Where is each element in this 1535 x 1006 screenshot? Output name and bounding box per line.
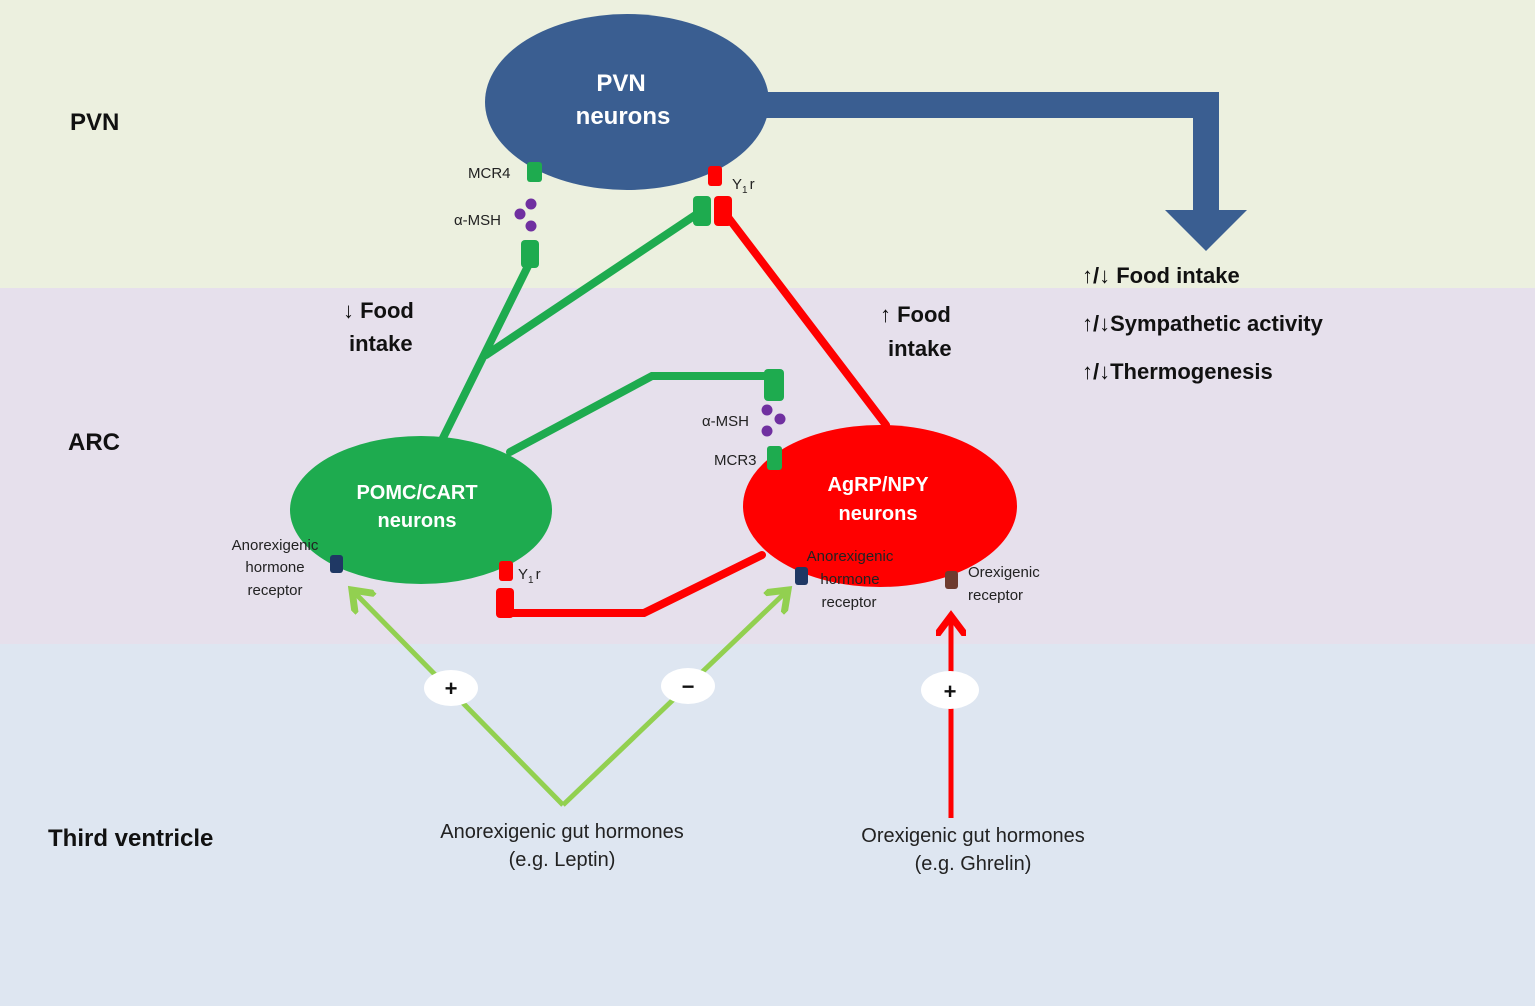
orexigenic-receptor <box>945 571 958 589</box>
pomc-receptor-label-1: Anorexigenic <box>232 537 319 554</box>
msh-arc-label: α-MSH <box>702 413 749 430</box>
ghrelin-agrp-sign-badge: + <box>921 671 979 709</box>
pomc-food-intake-label-2: intake <box>349 331 413 356</box>
agrp-receptor-label-3: receptor <box>821 594 876 611</box>
pvn-neurons-label-1: PVN <box>596 70 645 97</box>
agrp-terminal-at-pomc <box>496 588 514 618</box>
mcr4-terminal <box>521 240 539 268</box>
agrp-anorexigenic-receptor <box>795 567 808 585</box>
pvn-y1r-receptor <box>708 166 722 186</box>
agrp-neurons-label-2: neurons <box>839 503 918 525</box>
pomc-receptor-label-2: hormone <box>245 559 304 576</box>
orexigenic-receptor-label-1: Orexigenic <box>968 564 1040 581</box>
output-thermogenesis: ↑/↓Thermogenesis <box>1082 359 1273 384</box>
pvn-output-arrow <box>760 92 1247 251</box>
output-sympathetic-activity: ↑/↓Sympathetic activity <box>1082 311 1324 336</box>
agrp-npy-neurons <box>743 425 1017 587</box>
svg-text:+: + <box>445 676 458 701</box>
agrp-food-intake-label-2: intake <box>888 336 952 361</box>
agrp-projection-lines <box>502 208 890 617</box>
region-label-arc: ARC <box>68 429 120 456</box>
region-label-pvn: PVN <box>70 109 119 136</box>
svg-text:−: − <box>682 674 695 699</box>
pomc-anorexigenic-receptor <box>330 555 343 573</box>
agrp-to-pvn-y1r-line <box>720 208 890 429</box>
pomc-neurons-label-2: neurons <box>378 510 457 532</box>
leptin-arrows <box>352 590 788 807</box>
mcr4-receptor <box>527 162 542 182</box>
orexigenic-hormones-label-2: (e.g. Ghrelin) <box>915 853 1032 875</box>
agrp-receptor-label-2: hormone <box>820 571 879 588</box>
pomc-cart-neurons <box>290 436 552 584</box>
orexigenic-hormones-label-1: Orexigenic gut hormones <box>861 825 1084 847</box>
svg-text:+: + <box>944 679 957 704</box>
pomc-projection-lines <box>438 208 774 456</box>
pomc-to-agrp-line <box>506 372 774 456</box>
pomc-y1r-receptor <box>499 561 513 581</box>
orexigenic-receptor-label-2: receptor <box>968 587 1023 604</box>
pvn-neurons-label-2: neurons <box>576 103 671 130</box>
pomc-to-pvn-y1r-line <box>482 208 704 359</box>
output-food-intake: ↑/↓ Food intake <box>1082 263 1240 288</box>
pomc-terminal-at-pvn <box>693 196 711 226</box>
pomc-food-intake-label-1: ↓ Food <box>343 298 414 323</box>
region-label-third-ventricle: Third ventricle <box>48 825 213 852</box>
mcr4-label: MCR4 <box>468 165 511 182</box>
agrp-receptor-label-1: Anorexigenic <box>807 548 894 565</box>
pvn-region-band <box>0 0 1535 288</box>
msh-pvn-label: α-MSH <box>454 212 501 229</box>
agrp-terminal-at-pvn <box>714 196 732 226</box>
msh-dots-pvn <box>514 198 537 232</box>
mcr3-label: MCR3 <box>714 452 757 469</box>
agrp-to-pomc-y1r-line <box>502 551 766 617</box>
agrp-food-intake-label-1: ↑ Food <box>880 302 951 327</box>
leptin-pomc-sign-badge: + <box>424 670 478 706</box>
pomc-terminal-at-agrp <box>764 369 784 401</box>
msh-dots-arc <box>761 404 786 437</box>
leptin-agrp-sign-badge: − <box>661 668 715 704</box>
agrp-neurons-label-1: AgRP/NPY <box>827 474 929 496</box>
anorexigenic-hormones-label-2: (e.g. Leptin) <box>509 849 616 871</box>
pvn-neurons <box>485 14 769 190</box>
mcr3-receptor <box>767 446 782 470</box>
pomc-neurons-label-1: POMC/CART <box>356 482 477 504</box>
third-ventricle-region-band <box>0 644 1535 1006</box>
anorexigenic-hormones-label-1: Anorexigenic gut hormones <box>440 821 683 843</box>
pomc-receptor-label-3: receptor <box>247 582 302 599</box>
